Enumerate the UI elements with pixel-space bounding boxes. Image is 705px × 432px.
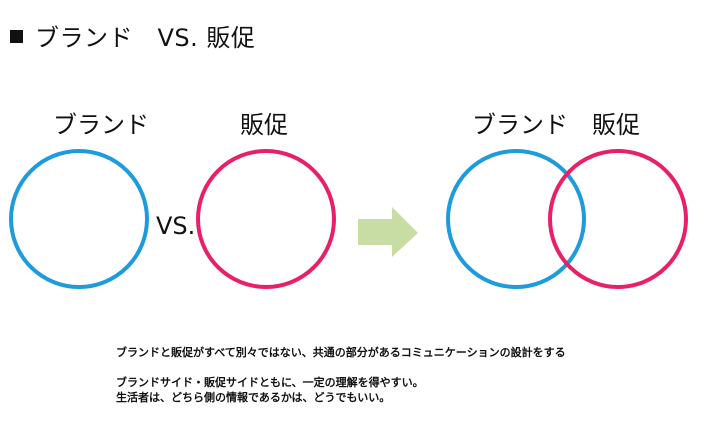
right-arrow-icon bbox=[358, 207, 418, 257]
slide-title: ブランド VS. 販促 bbox=[10, 22, 255, 54]
right-brand-label: ブランド bbox=[472, 111, 568, 139]
left-promo-circle bbox=[196, 149, 336, 289]
square-bullet-icon bbox=[10, 30, 23, 43]
description-line-3: 生活者は、どちら側の情報であるかは、どうでもいい。 bbox=[116, 391, 391, 404]
left-brand-circle bbox=[9, 149, 149, 289]
left-brand-label: ブランド bbox=[53, 111, 149, 139]
vs-label: VS. bbox=[156, 212, 196, 240]
left-promo-label: 販促 bbox=[240, 111, 288, 139]
slide-title-text: ブランド VS. 販促 bbox=[35, 24, 256, 52]
description-line-2: ブランドサイド・販促サイドともに、一定の理解を得やすい。 bbox=[116, 376, 424, 389]
right-brand-circle bbox=[446, 149, 586, 289]
right-promo-circle bbox=[548, 149, 688, 289]
right-promo-label: 販促 bbox=[592, 111, 640, 139]
description-line-1: ブランドと販促がすべて別々ではない、共通の部分があるコミュニケーションの設計をす… bbox=[116, 346, 566, 359]
